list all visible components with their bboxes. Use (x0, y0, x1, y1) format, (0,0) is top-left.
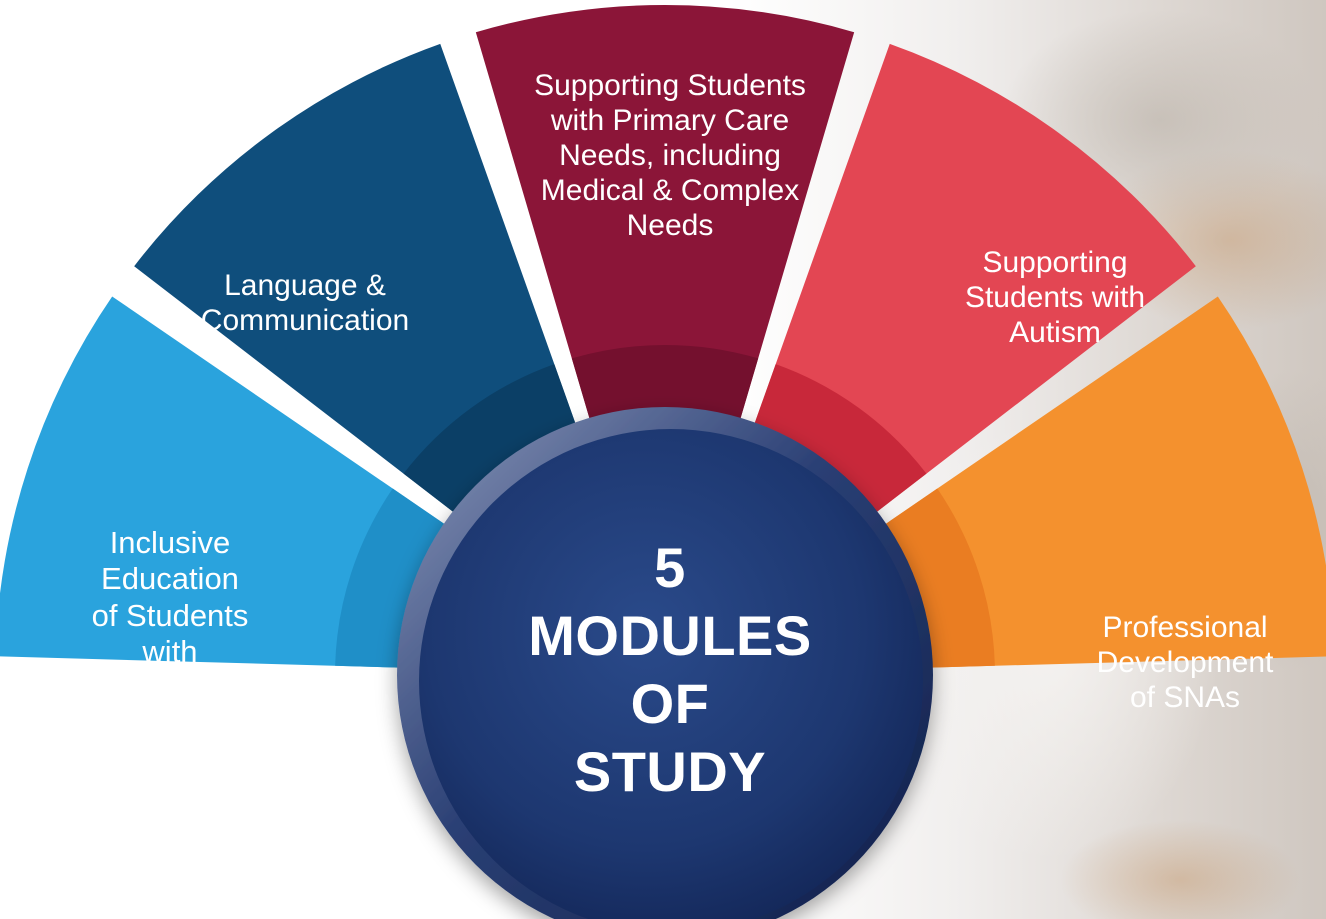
center-title-line: MODULES (528, 604, 812, 667)
module-label: Supporting Students with Primary Care Ne… (534, 69, 806, 243)
center-title-line: 5 (654, 536, 686, 599)
module-label: Supporting Students with Autism (964, 246, 1146, 350)
center-title-line: STUDY (573, 740, 767, 803)
module-label: Professional Development of SNAs (1096, 611, 1274, 715)
center-disc (397, 407, 933, 919)
module-label: Language & Communication (200, 269, 410, 338)
module-label: Inclusive Education of Students with Add… (88, 525, 251, 778)
module-segment-outer (475, 5, 855, 488)
center-title-line: OF (630, 672, 710, 735)
center-disc-face (419, 429, 923, 919)
center-title: 5 MODULES OF STUDY (410, 470, 930, 870)
